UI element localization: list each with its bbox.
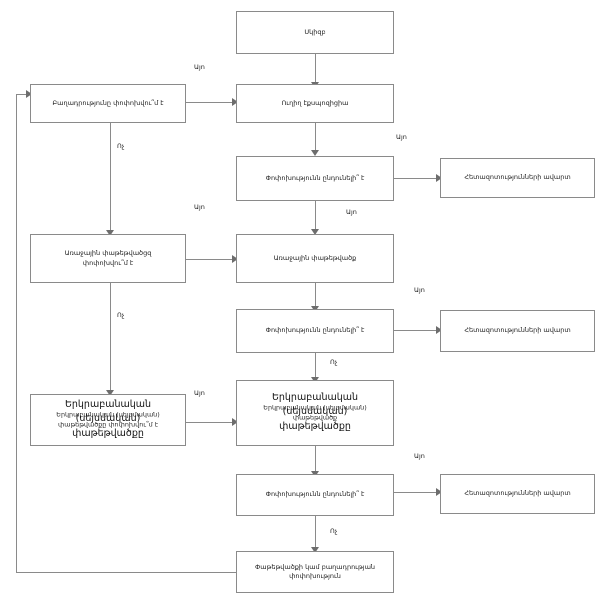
edge-accept3-no-down	[315, 516, 316, 551]
arrowhead-frontchanged-no-down	[106, 390, 114, 396]
edge-label-no-3: Ոչ	[330, 358, 338, 366]
arrowhead-rail-into-composition	[26, 90, 32, 98]
arrowhead-accept3-to-end3	[436, 488, 442, 496]
node-front-packaging-changed-label: Առաջային փաթեթվածցզ փոփոխվու՞մ է	[64, 249, 152, 267]
edge-accept2-no-down	[315, 353, 316, 380]
arrowhead-accept2-to-end2	[436, 326, 442, 334]
node-geologic-packaging[interactable]: Երկրաբանական (սեյսմական) փաթեթվածք Երկրա…	[236, 380, 394, 446]
edge-label-yes-7: Այո	[414, 452, 425, 460]
edge-rail-into-composition	[16, 94, 30, 95]
arrowhead-frontchanged-to-frontpack	[232, 255, 238, 263]
edge-label-yes-6: Այո	[194, 389, 205, 397]
edge-label-no-1: Ոչ	[117, 142, 125, 150]
node-change-acceptable-2[interactable]: Փոփոխությունն ընդունելի՞ է	[236, 309, 394, 353]
edge-label-yes-3: Այո	[194, 203, 205, 211]
arrowhead-accept1-no-down	[311, 229, 319, 235]
edge-label-yes-4: Այո	[346, 208, 357, 216]
node-front-packaging-changed[interactable]: Առաջային փաթեթվածցզ փոփոխվու՞մ է	[30, 234, 186, 283]
arrowhead-accept3-no-down	[311, 547, 319, 553]
edge-composition-no-down	[110, 123, 111, 234]
node-front-packaging-label: Առաջային փաթեթվածք	[273, 253, 357, 262]
edge-frontpack-to-accept2	[315, 283, 316, 309]
edge-frontchanged-to-frontpack	[186, 259, 234, 260]
arrowhead-accept1-to-end1	[436, 174, 442, 182]
arrowhead-base-to-accept1	[311, 150, 319, 156]
edge-label-yes-1: Այո	[194, 63, 205, 71]
node-change-acceptable-3[interactable]: Փոփոխությունն ընդունելի՞ է	[236, 474, 394, 516]
node-composition-changed-label: Բաղադրությունը փոփոխվու՞մ է	[52, 98, 164, 107]
node-research-end-2-label: Հետազոտությունների ավարտ	[464, 326, 571, 335]
edge-label-no-4: Ոչ	[330, 527, 338, 535]
node-start[interactable]: Սկիզբ	[236, 11, 394, 54]
node-loop-back[interactable]: Փաթեթվածքի կամ բաղադրության փոփոխություն	[236, 551, 394, 593]
node-geologic-packaging-label-overlay: Երկրաբանական (սեյսմական) փաթեթվածքը	[271, 391, 359, 432]
edge-accept1-to-end1	[392, 178, 440, 179]
node-research-end-3[interactable]: Հետազոտությունների ավարտ	[440, 474, 595, 514]
edge-start-to-base	[315, 54, 316, 84]
arrowhead-composition-to-base	[232, 98, 238, 106]
node-base-experiment-label: Ուղիղ էքսպոզիցիա	[281, 98, 349, 107]
node-composition-changed[interactable]: Բաղադրությունը փոփոխվու՞մ է	[30, 84, 186, 123]
node-loop-back-label: Փաթեթվածքի կամ բաղադրության փոփոխություն	[254, 562, 376, 580]
edge-geopack-to-accept3	[315, 446, 316, 474]
node-geologic-packaging-label: Երկրաբանական (սեյսմական) փաթեթվածք	[263, 403, 367, 421]
node-research-end-1[interactable]: Հետազոտությունների ավարտ	[440, 158, 595, 198]
edge-label-no-2: Ոչ	[117, 311, 125, 319]
node-change-acceptable-1-label: Փոփոխությունն ընդունելի՞ է	[265, 173, 365, 182]
edge-frontchanged-no-down	[110, 283, 111, 394]
edge-base-to-accept1	[315, 123, 316, 152]
arrowhead-geochanged-to-geopack	[232, 418, 238, 426]
edge-loopback-left	[16, 572, 237, 573]
arrowhead-composition-no-down	[106, 230, 114, 236]
node-research-end-2[interactable]: Հետազոտությունների ավարտ	[440, 310, 595, 352]
node-change-acceptable-2-label: Փոփոխությունն ընդունելի՞ է	[265, 326, 365, 335]
edge-accept2-to-end2	[392, 330, 440, 331]
edge-composition-to-base	[186, 102, 234, 103]
node-geologic-changed-label: Երկրաբանական (սեյսմական) փաթեթվածքը փոփո…	[56, 410, 160, 428]
node-research-end-1-label: Հետազոտությունների ավարտ	[464, 173, 571, 182]
edge-accept3-to-end3	[392, 492, 440, 493]
node-research-end-3-label: Հետազոտությունների ավարտ	[464, 489, 571, 498]
edge-label-yes-2: Այո	[396, 133, 407, 141]
node-start-label: Սկիզբ	[304, 27, 326, 36]
node-base-experiment[interactable]: Ուղիղ էքսպոզիցիա	[236, 84, 394, 123]
node-change-acceptable-3-label: Փոփոխությունն ընդունելի՞ է	[265, 490, 365, 499]
edge-loopback-rail	[16, 94, 17, 573]
edge-label-yes-5: Այո	[414, 286, 425, 294]
node-geologic-changed[interactable]: Երկրաբանական (սեյսմական) փաթեթվածքը փոփո…	[30, 394, 186, 446]
node-front-packaging[interactable]: Առաջային փաթեթվածք	[236, 234, 394, 283]
edge-geochanged-to-geopack	[186, 422, 234, 423]
edge-accept1-no-down	[315, 201, 316, 232]
node-change-acceptable-1[interactable]: Փոփոխությունն ընդունելի՞ է	[236, 156, 394, 201]
node-geologic-changed-label-overlay: Երկրաբանական (սեյսմական) փաթեթվածքը	[64, 398, 152, 439]
